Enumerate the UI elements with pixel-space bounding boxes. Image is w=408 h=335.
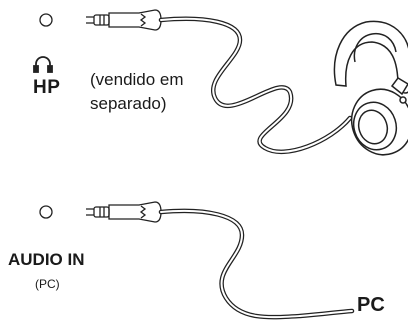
sold-separately-note: (vendido em separado) bbox=[90, 70, 184, 113]
hp-plug-icon bbox=[86, 9, 162, 31]
audio-in-port-sublabel: (PC) bbox=[35, 277, 60, 291]
audio-in-cable bbox=[158, 208, 355, 320]
audio-in-plug-icon bbox=[86, 201, 162, 223]
hp-port-circle bbox=[39, 13, 53, 27]
hp-port-label: HP bbox=[33, 77, 61, 98]
headphones-icon bbox=[333, 20, 408, 156]
hp-headphone-icon bbox=[33, 56, 53, 73]
pc-destination-label: PC bbox=[357, 294, 385, 316]
audio-in-port-circle bbox=[39, 205, 53, 219]
audio-in-port-label: AUDIO IN bbox=[8, 250, 85, 269]
